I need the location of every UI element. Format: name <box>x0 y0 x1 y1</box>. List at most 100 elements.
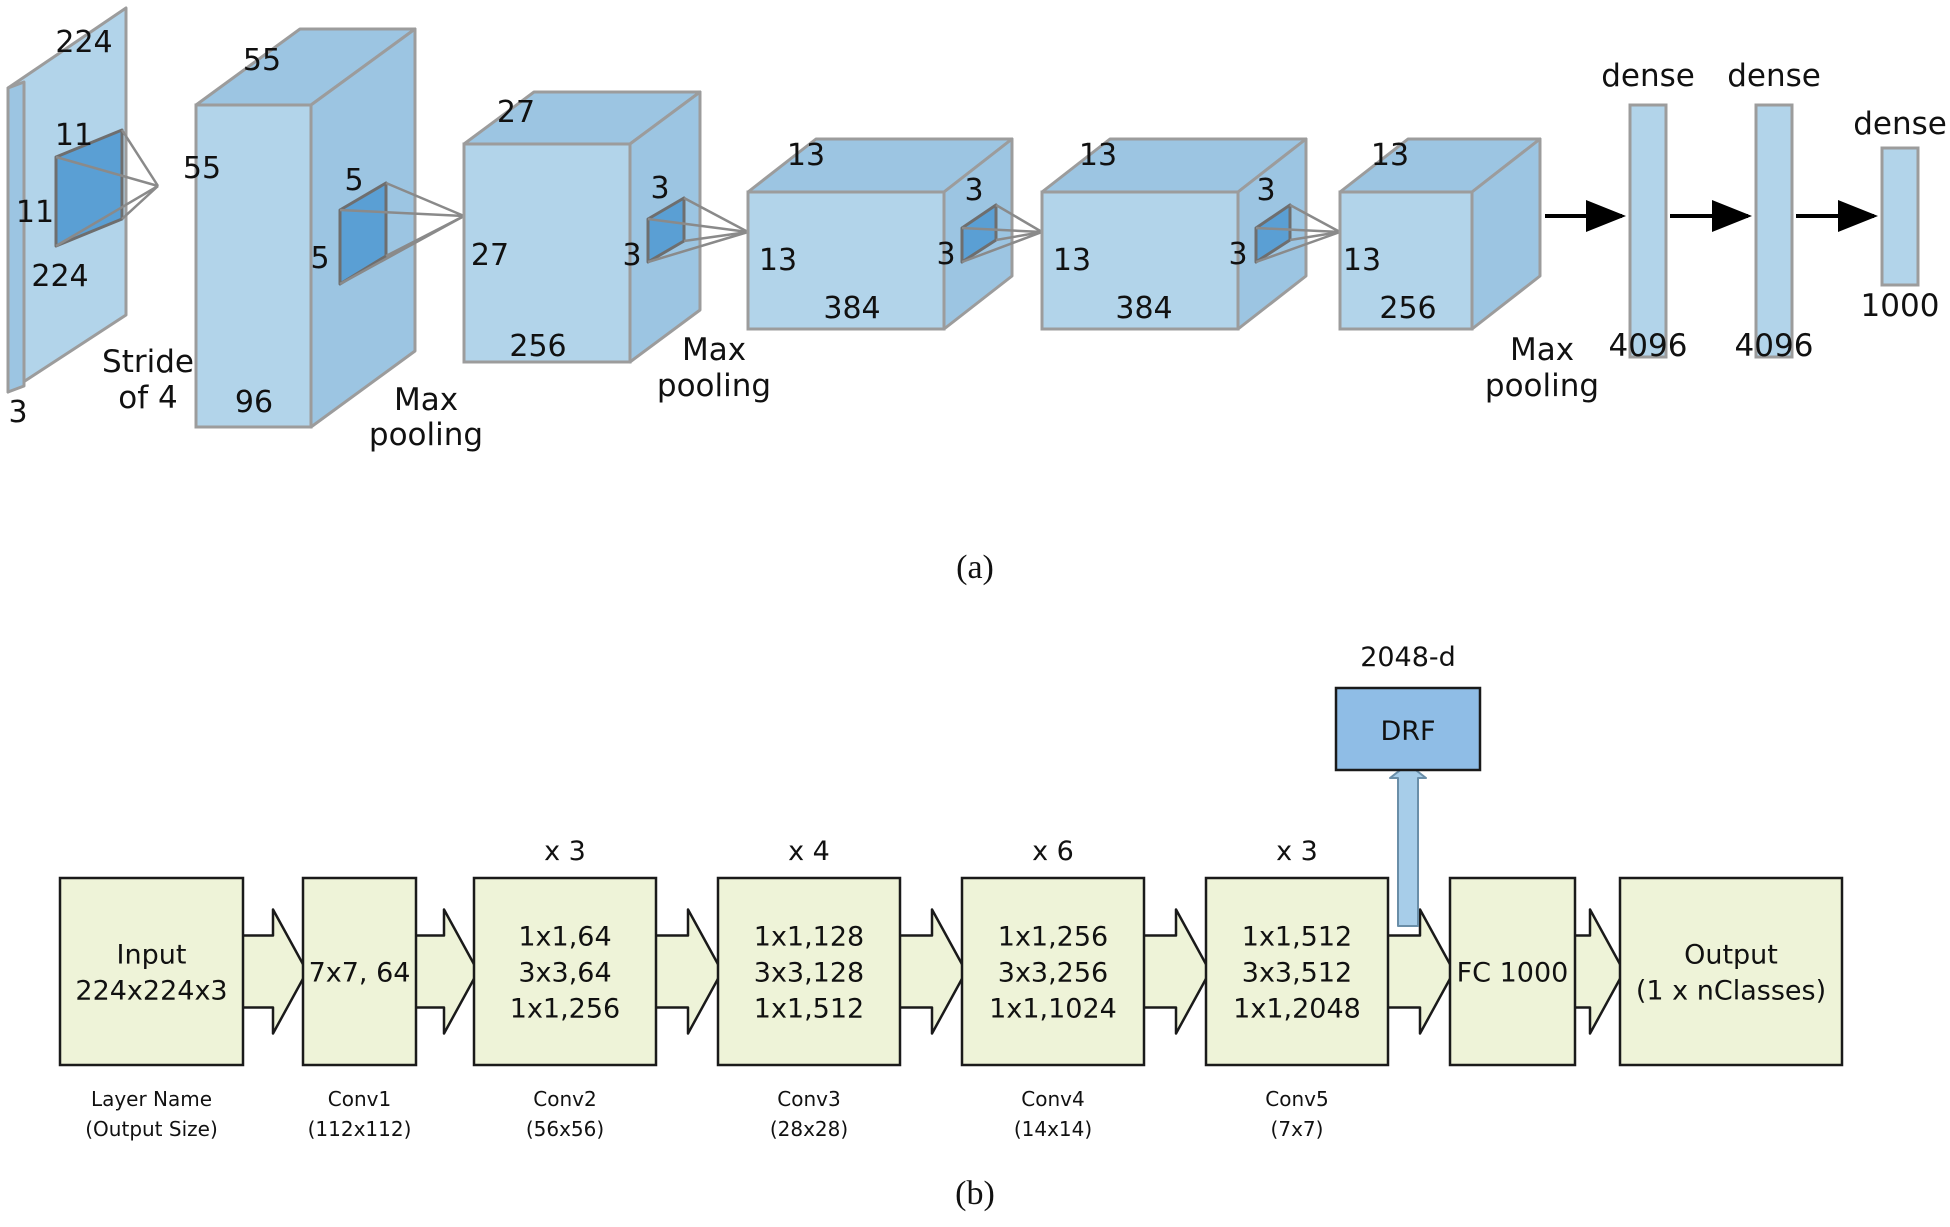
conv3-height-label: 13 <box>759 243 797 278</box>
input-kernel-projection-line <box>121 185 159 220</box>
dense-layer-2-label: dense <box>1727 58 1821 94</box>
drf-label: DRF <box>1380 716 1435 747</box>
layer-block-1-name: Layer Name <box>91 1087 212 1111</box>
panel-b-caption: (b) <box>955 1175 995 1212</box>
dense-layer-3-label: dense <box>1853 106 1947 142</box>
layer-block-2-output-size: (112x112) <box>308 1117 412 1141</box>
drf-dimension-label: 2048-d <box>1360 642 1456 673</box>
layer-block-6-line-2: 3x3,512 <box>1242 958 1352 989</box>
conv4-volume <box>1040 137 1308 331</box>
conv5-pool-label-line2: pooling <box>1485 368 1599 404</box>
layer-block-4-line-3: 1x1,512 <box>754 994 864 1025</box>
drf-up-arrow <box>1389 763 1427 927</box>
layer-block-6-line-1: 1x1,512 <box>1242 922 1352 953</box>
conv4-kernel-projection-line <box>1289 230 1341 242</box>
conv1-depth-label: 96 <box>235 385 273 420</box>
conv3-kernel-projection-line <box>995 203 1043 234</box>
layer-block-5-line-1: 1x1,256 <box>998 922 1108 953</box>
layer-block-1-box <box>58 876 245 1067</box>
layer-block-6-name: Conv5 <box>1265 1087 1328 1111</box>
conv3-kernel-projection-line <box>995 230 1043 242</box>
conv3-volume-front-face <box>746 190 946 331</box>
conv4-kernel-projection-line <box>1255 226 1341 234</box>
input-channels-label: 3 <box>8 395 27 430</box>
conv2-kernel-projection-line <box>647 230 749 264</box>
input-width-label: 224 <box>55 25 112 60</box>
conv3-kernel-projection-line <box>961 226 1043 234</box>
input-volume-edge-face <box>6 80 26 394</box>
block-connector-arrow <box>412 908 480 1035</box>
layer-block-6: 1x1,512 3x3,512 1x1,2048 <box>1204 876 1390 1067</box>
conv3-kernel <box>960 203 1043 264</box>
layer-block-4-repeat-label: x 4 <box>788 836 830 867</box>
layer-block-4-line-1: 1x1,128 <box>754 922 864 953</box>
layer-block-4-line-2: 3x3,128 <box>754 958 864 989</box>
conv1-kernel-projection-line <box>339 214 465 286</box>
block-connector-arrow <box>239 908 309 1035</box>
conv2-depth-label: 256 <box>509 329 566 364</box>
conv5-depth-label: 256 <box>1379 291 1436 326</box>
layer-block-5-line-3: 1x1,1024 <box>989 994 1117 1025</box>
conv4-height-label: 13 <box>1053 243 1091 278</box>
dense-layer-1 <box>1628 103 1668 359</box>
drf-box <box>1334 686 1482 772</box>
input-kernel-width-label: 11 <box>55 118 93 153</box>
conv5-height-label: 13 <box>1343 243 1381 278</box>
layer-block-8-box <box>1618 876 1844 1067</box>
layer-block-4-output-size: (28x28) <box>770 1117 848 1141</box>
layer-block-6-output-size: (7x7) <box>1271 1117 1324 1141</box>
layer-block-7-line-1: FC 1000 <box>1457 958 1569 989</box>
conv2-kernel-projection-line <box>683 230 749 243</box>
conv4-kernel <box>1254 203 1341 264</box>
block-connector-arrow <box>896 908 968 1035</box>
layer-block-3-line-2: 3x3,64 <box>518 958 611 989</box>
conv3-kernel-height-label: 3 <box>936 237 955 272</box>
conv1-width-label: 55 <box>243 43 281 78</box>
layer-block-6-line-3: 1x1,2048 <box>1233 994 1361 1025</box>
layer-block-2-box <box>301 876 418 1067</box>
conv4-kernel-projection-line <box>1255 230 1341 264</box>
conv2-height-label: 27 <box>471 238 509 273</box>
conv1-kernel-projection-line <box>385 181 465 218</box>
conv3-kernel-projection-line <box>961 230 1043 264</box>
dense-layer-2 <box>1754 103 1794 359</box>
conv3-depth-label: 384 <box>823 291 880 326</box>
layer-block-2-line-1: 7x7, 64 <box>309 958 411 989</box>
dense-layer-2-size-label: 4096 <box>1735 328 1814 364</box>
conv4-kernel-width-label: 3 <box>1256 173 1275 208</box>
dense-layer-1-size-label: 4096 <box>1609 328 1688 364</box>
layer-block-7-box <box>1448 876 1577 1067</box>
layer-block-8-line-1: Output <box>1684 940 1778 971</box>
layer-block-5-box <box>960 876 1146 1067</box>
layer-block-3-box <box>472 876 658 1067</box>
conv2-kernel-projection-line <box>683 196 749 234</box>
input-kernel-height-label: 11 <box>16 195 54 230</box>
conv4-kernel-projection-line <box>1289 203 1341 234</box>
block-connector-arrow <box>652 908 724 1035</box>
conv2-kernel-projection-line <box>647 217 749 234</box>
input-height-label: 224 <box>31 259 88 294</box>
layer-block-6-box <box>1204 876 1390 1067</box>
input-kernel <box>54 128 160 248</box>
stride-label-line2: of 4 <box>118 380 177 416</box>
conv1-kernel-width-label: 5 <box>344 163 363 198</box>
conv4-volume-front-face <box>1040 190 1240 331</box>
layer-block-5-name: Conv4 <box>1021 1087 1084 1111</box>
panel-a-caption: (a) <box>956 549 994 586</box>
layer-block-1-line-2: 224x224x3 <box>75 976 227 1007</box>
layer-block-3-name: Conv2 <box>533 1087 596 1111</box>
dense-layer-3 <box>1880 146 1920 287</box>
layer-block-3-line-3: 1x1,256 <box>510 994 620 1025</box>
conv5-pool-label-line1: Max <box>1510 332 1574 368</box>
layer-block-5-output-size: (14x14) <box>1014 1117 1092 1141</box>
conv2-width-label: 27 <box>497 95 535 130</box>
conv1-volume-front-face <box>194 103 313 429</box>
input-kernel-projection-line <box>120 129 160 187</box>
conv1-kernel <box>338 181 465 286</box>
conv3-kernel-width-label: 3 <box>964 173 983 208</box>
conv4-width-label: 13 <box>1079 138 1117 173</box>
